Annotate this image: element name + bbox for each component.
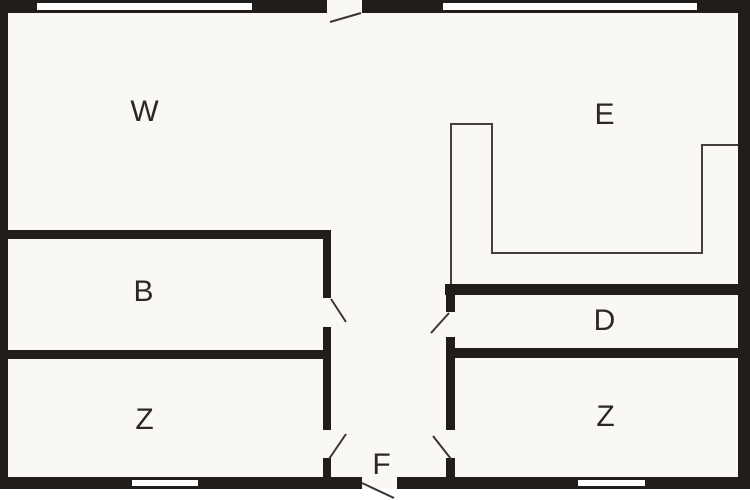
wall-d-z-divider [446,348,738,358]
room-label-b: B [133,275,154,308]
kitchen-counter-outline [450,123,738,284]
room-label-f: F [372,448,391,481]
floor-area [0,0,750,489]
wall-hall-left-middle [323,327,331,430]
door-swing-room-z-right [432,435,452,460]
door-swings [328,12,452,499]
wall-hall-right-middle [446,337,455,430]
room-label-z-right: Z [596,400,615,433]
wall-hall-left-upper [323,230,331,298]
windows [37,3,697,486]
room-label-e: E [594,98,615,131]
window-top-left [37,3,252,10]
wall-b-z-divider [0,350,331,359]
outside-strip-bottom [0,489,750,500]
wall-hall-right-lower [446,458,455,477]
room-label-z-left: Z [135,403,154,436]
window-bottom-left [132,480,198,486]
wall-bottom-right-segment [397,477,750,489]
wall-hall-left-lower [323,458,331,477]
room-label-w: W [130,95,159,128]
door-swing-room-b [330,298,347,323]
door-swing-room-z-left [328,433,347,460]
door-swing-room-d [430,312,450,334]
window-bottom-right [578,480,645,486]
room-label-d: D [594,304,617,337]
wall-b-top [0,230,331,239]
window-top-right [443,3,697,10]
interior-walls [0,230,738,477]
wall-right [738,0,750,489]
door-swing-main-entry [361,482,395,499]
wall-e-d [445,284,738,295]
door-swing-top-entrance [329,12,362,23]
wall-hall-right-upper [446,285,455,312]
wall-left [0,0,8,489]
